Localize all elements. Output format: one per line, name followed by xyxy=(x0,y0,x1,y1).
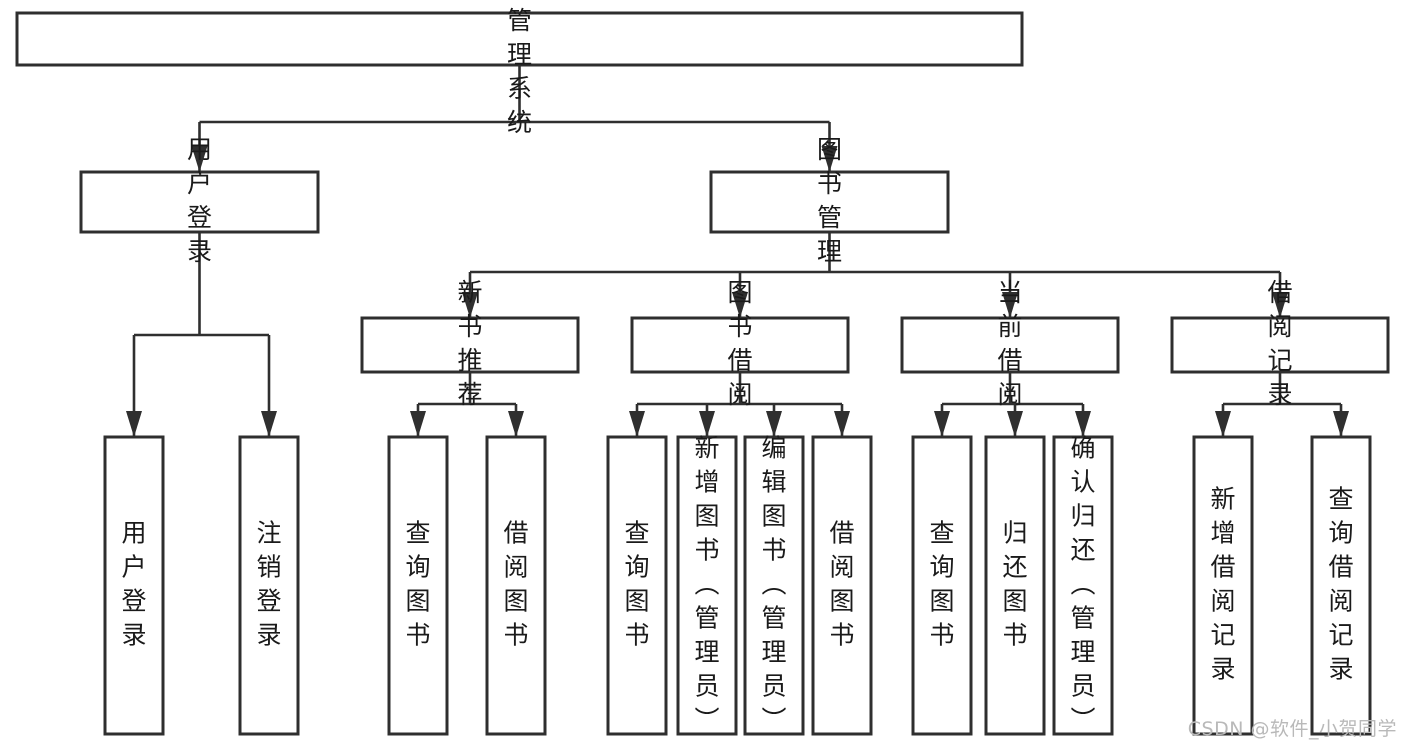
arrow-head-leaf-confirm-return-admin xyxy=(1075,411,1091,437)
node-box-leaf-return-book[interactable] xyxy=(984,435,1046,736)
node-label-leaf-query-borrow-record: 查询借阅记录 xyxy=(1328,485,1353,684)
arrow-head-leaf-add-borrow-record xyxy=(1215,411,1231,437)
node-label-user-login: 用户登录 xyxy=(187,135,212,266)
node-leaf-query-borrow-record[interactable]: 查询借阅记录 xyxy=(1310,435,1372,736)
arrow-head-book-borrow xyxy=(732,292,748,318)
node-box-leaf-borrow-book-1[interactable] xyxy=(485,435,547,736)
node-leaf-return-book[interactable]: 归还图书 xyxy=(984,435,1046,736)
csdn-watermark: CSDN @软件_小贺同学 xyxy=(1187,718,1397,740)
node-label-leaf-user-login: 用户登录 xyxy=(121,519,146,650)
node-box-new-book-recommend[interactable] xyxy=(360,316,580,374)
arrow-head-leaf-borrow-book-2 xyxy=(834,411,850,437)
node-label-book-manage: 图书管理 xyxy=(817,135,842,266)
node-label-leaf-query-book-1: 查询图书 xyxy=(405,519,430,650)
node-box-user-login[interactable] xyxy=(79,170,320,234)
node-label-leaf-borrow-book-1: 借阅图书 xyxy=(503,519,528,650)
node-current-borrow[interactable]: 当前借阅 xyxy=(900,278,1120,409)
arrow-head-current-borrow xyxy=(1002,292,1018,318)
node-label-new-book-recommend: 新书推荐 xyxy=(457,278,482,409)
node-label-leaf-confirm-return-admin: 确认归还︵管理员︶ xyxy=(1070,434,1095,735)
arrow-head-leaf-edit-book-admin xyxy=(766,411,782,437)
arrow-head-leaf-borrow-book-1 xyxy=(508,411,524,437)
node-leaf-add-borrow-record[interactable]: 新增借阅记录 xyxy=(1192,435,1254,736)
node-box-leaf-query-book-2[interactable] xyxy=(606,435,668,736)
node-leaf-logout[interactable]: 注销登录 xyxy=(238,435,300,736)
node-leaf-user-login[interactable]: 用户登录 xyxy=(103,435,165,736)
arrow-head-leaf-user-login xyxy=(126,411,142,437)
node-box-current-borrow[interactable] xyxy=(900,316,1120,374)
node-box-leaf-logout[interactable] xyxy=(238,435,300,736)
node-label-leaf-return-book: 归还图书 xyxy=(1002,519,1027,650)
arrow-head-user-login xyxy=(191,146,208,172)
node-book-manage[interactable]: 图书管理 xyxy=(709,135,950,266)
arrow-head-leaf-logout xyxy=(261,411,277,437)
node-leaf-confirm-return-admin[interactable]: 确认归还︵管理员︶ xyxy=(1052,434,1114,736)
node-label-borrow-record: 借阅记录 xyxy=(1267,278,1292,409)
node-box-book-manage[interactable] xyxy=(709,170,950,234)
node-box-leaf-user-login[interactable] xyxy=(103,435,165,736)
node-box-leaf-edit-book-admin[interactable] xyxy=(743,435,805,736)
node-leaf-query-book-3[interactable]: 查询图书 xyxy=(911,435,973,736)
node-label-current-borrow: 当前借阅 xyxy=(997,278,1022,409)
node-box-leaf-add-book-admin[interactable] xyxy=(676,435,738,736)
node-leaf-borrow-book-1[interactable]: 借阅图书 xyxy=(485,435,547,736)
arrow-head-leaf-query-borrow-record xyxy=(1333,411,1349,437)
node-label-leaf-query-book-3: 查询图书 xyxy=(929,519,954,650)
node-label-leaf-add-book-admin: 新增图书︵管理员︶ xyxy=(694,434,719,735)
node-box-leaf-query-book-3[interactable] xyxy=(911,435,973,736)
node-leaf-borrow-book-2[interactable]: 借阅图书 xyxy=(811,435,873,736)
node-box-leaf-query-book-1[interactable] xyxy=(387,435,449,736)
node-box-leaf-confirm-return-admin[interactable] xyxy=(1052,435,1114,736)
edges-layer xyxy=(126,65,1349,437)
arrow-head-borrow-record xyxy=(1272,292,1288,318)
node-box-book-borrow[interactable] xyxy=(630,316,850,374)
arrow-head-leaf-query-book-2 xyxy=(629,411,645,437)
node-new-book-recommend[interactable]: 新书推荐 xyxy=(360,278,580,409)
node-leaf-query-book-1[interactable]: 查询图书 xyxy=(387,435,449,736)
nodes-layer: 图书管理系统用户登录图书管理新书推荐图书借阅当前借阅借阅记录用户登录注销登录查询… xyxy=(15,0,1390,736)
node-book-borrow[interactable]: 图书借阅 xyxy=(630,278,850,409)
arrow-head-leaf-query-book-1 xyxy=(410,411,426,437)
node-borrow-record[interactable]: 借阅记录 xyxy=(1170,278,1390,409)
node-box-borrow-record[interactable] xyxy=(1170,316,1390,374)
node-label-book-borrow: 图书借阅 xyxy=(727,278,752,409)
arrow-head-new-book-recommend xyxy=(462,292,478,318)
node-leaf-query-book-2[interactable]: 查询图书 xyxy=(606,435,668,736)
node-box-leaf-borrow-book-2[interactable] xyxy=(811,435,873,736)
node-label-leaf-borrow-book-2: 借阅图书 xyxy=(829,519,854,650)
arrow-head-leaf-return-book xyxy=(1007,411,1023,437)
arrow-head-leaf-query-book-3 xyxy=(934,411,950,437)
node-box-leaf-add-borrow-record[interactable] xyxy=(1192,435,1254,736)
arrow-head-leaf-add-book-admin xyxy=(699,411,715,437)
node-label-root: 图书管理系统 xyxy=(507,0,532,137)
node-box-root[interactable] xyxy=(15,11,1024,67)
node-user-login[interactable]: 用户登录 xyxy=(79,135,320,266)
node-label-leaf-add-borrow-record: 新增借阅记录 xyxy=(1210,485,1235,684)
node-box-leaf-query-borrow-record[interactable] xyxy=(1310,435,1372,736)
node-label-leaf-logout: 注销登录 xyxy=(256,519,281,650)
node-root[interactable]: 图书管理系统 xyxy=(15,0,1024,137)
node-label-leaf-edit-book-admin: 编辑图书︵管理员︶ xyxy=(761,434,786,735)
node-label-leaf-query-book-2: 查询图书 xyxy=(624,519,649,650)
arrow-head-book-manage xyxy=(821,146,838,172)
node-leaf-edit-book-admin[interactable]: 编辑图书︵管理员︶ xyxy=(743,434,805,736)
node-leaf-add-book-admin[interactable]: 新增图书︵管理员︶ xyxy=(676,434,738,736)
